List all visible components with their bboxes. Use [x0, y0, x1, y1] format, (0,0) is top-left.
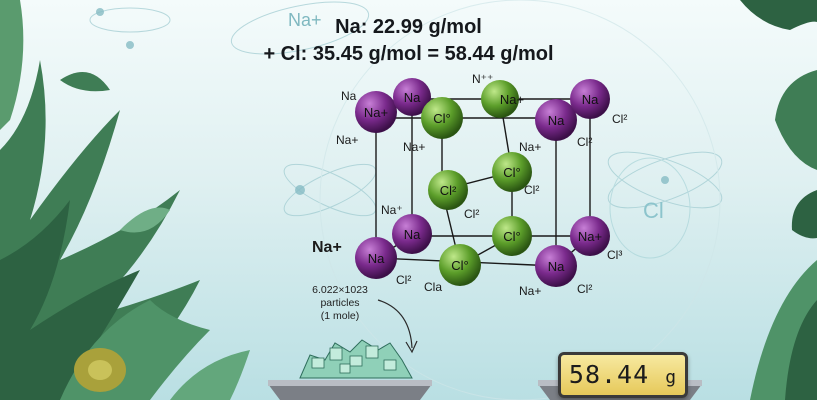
ghost-cl: Cl: [643, 198, 664, 223]
label-cl2-bottom: Cl²: [396, 273, 412, 287]
label-cl-center: Cl²: [524, 183, 540, 197]
svg-text:Na: Na: [548, 259, 565, 274]
svg-text:Cl°: Cl°: [503, 165, 520, 180]
atom-na-5: Na: [392, 214, 432, 254]
label-cl2-bottom-right: Cl²: [577, 282, 593, 296]
label-cl-center-2: Cl²: [464, 207, 480, 221]
atom-cl-2: Na+: [481, 80, 524, 118]
label-cl3-right: Cl³: [607, 248, 623, 262]
label-na-plus-left: Na+: [336, 133, 359, 147]
orbit-decorations: [89, 0, 723, 400]
svg-text:Na: Na: [548, 113, 565, 128]
atom-na-6: Na+: [570, 216, 610, 256]
svg-text:Na+: Na+: [364, 105, 388, 120]
svg-text:Na+: Na+: [578, 229, 602, 244]
svg-text:Na: Na: [404, 90, 421, 105]
scale-display: 58.44 g: [558, 352, 688, 398]
label-na-plus-left-mid: Na⁺: [381, 203, 403, 217]
atom-cl-5: Cl°: [492, 216, 532, 256]
arrow-line: [377, 299, 413, 349]
label-na-top-left: Na: [341, 89, 357, 103]
scale-reading-row: 58.44 g: [561, 360, 685, 389]
atom-na-2: Na: [393, 78, 431, 116]
label-na-plus-bottom: Na+: [519, 284, 542, 298]
label-na-plus-big: Na+: [312, 239, 342, 256]
svg-text:Cl°: Cl°: [451, 258, 468, 273]
salt-crystals: [299, 339, 413, 379]
ghost-na-plus: Na+: [288, 10, 322, 30]
svg-text:Na: Na: [582, 92, 599, 107]
atom-cl-3: Cl°: [492, 152, 532, 192]
arrow-head-icon: [405, 340, 418, 354]
mole-note: 6.022×1023 particles (1 mole): [295, 284, 385, 323]
svg-text:Na+: Na+: [500, 92, 524, 107]
atom-na-3: Na: [535, 99, 577, 141]
atom-cl-1: Cl°: [421, 97, 463, 139]
atom-na-7: Na: [355, 237, 397, 279]
title-sodium-mass: Na: 22.99 g/mol: [335, 16, 482, 38]
label-na-plus-mid: Na+: [403, 140, 426, 154]
svg-text:Cl°: Cl°: [503, 229, 520, 244]
mole-particles: particles: [320, 297, 360, 309]
atom-na-4: Na: [570, 79, 610, 119]
label-cl2-top-right: Cl²: [612, 112, 628, 126]
svg-text:Cl²: Cl²: [440, 183, 457, 198]
svg-text:Na: Na: [404, 227, 421, 242]
atom-na-8: Na: [535, 245, 577, 287]
atom-cl-4: Cl²: [428, 170, 468, 210]
scale-unit: g: [665, 367, 678, 388]
scale-reading: 58.44: [568, 360, 650, 389]
left-foliage: [0, 0, 250, 400]
atom-cl-6: Cl°: [439, 244, 481, 286]
right-foliage: [740, 0, 817, 400]
mole-count: 6.022×1023: [312, 284, 368, 296]
atom-na-1: Na+: [355, 91, 397, 133]
svg-text:Na: Na: [368, 251, 385, 266]
label-cla-bottom: Cla: [424, 280, 443, 294]
mole-unit: (1 mole): [320, 310, 360, 322]
title-total-mass: + Cl: 35.45 g/mol = 58.44 g/mol: [263, 43, 554, 65]
label-na-plus-near: Na+: [519, 140, 542, 154]
svg-text:Cl°: Cl°: [433, 111, 450, 126]
label-n-plus-top: N⁺⁺: [472, 72, 494, 86]
label-cl-right: Cl²: [577, 135, 593, 149]
